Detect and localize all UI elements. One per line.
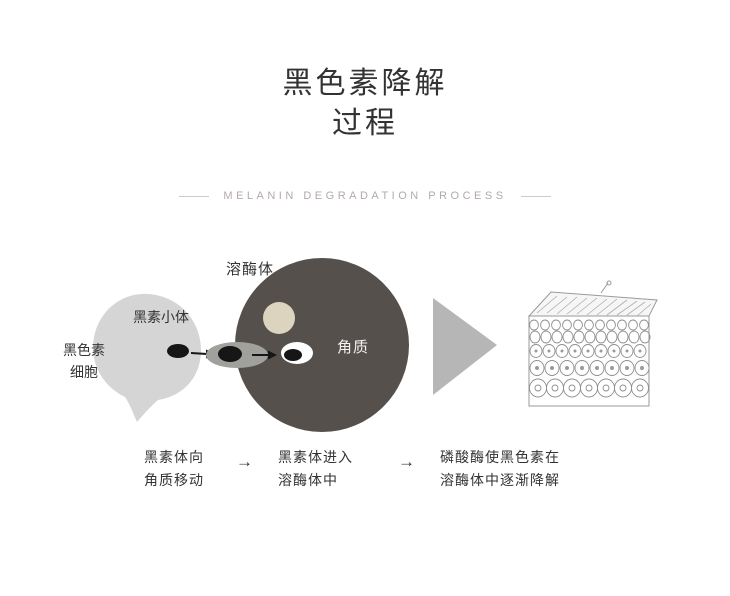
subtitle-line-right: [520, 195, 551, 197]
melanocyte-label-line2: 细胞: [70, 364, 98, 380]
process-step-1-line1: 黑素体向: [144, 449, 204, 465]
process-step-2-line1: 黑素体进入: [278, 449, 353, 465]
keratin-label: 角质: [337, 339, 370, 356]
step-arrow-icon: →: [398, 452, 415, 471]
melanocyte-label-line1: 黑色素: [63, 342, 105, 358]
transport-arrow-icon: [252, 350, 277, 360]
process-step-1: 黑素体向 角质移动: [134, 446, 214, 492]
process-step-2: 黑素体进入 溶酶体中: [278, 446, 353, 492]
process-step-3: 磷酸酶使黑色素在 溶酶体中逐渐降解: [440, 446, 560, 492]
page-title: 黑色素降解 过程: [0, 64, 730, 144]
arrow-triangle-icon: [433, 298, 497, 395]
melanocyte-shape: [93, 293, 202, 422]
page-title-line1: 黑色素降解: [282, 67, 448, 100]
process-step-3-line2: 溶酶体中逐渐降解: [440, 472, 560, 488]
page-title-line2: 过程: [332, 107, 398, 140]
melanosome-dot: [284, 349, 302, 361]
lysosome-circle: [263, 302, 295, 334]
diagram-canvas: [93, 258, 497, 432]
process-step-2-line2: 溶酶体中: [278, 472, 338, 488]
subtitle: MELANIN DEGRADATION PROCESS: [0, 190, 730, 202]
melanosome-dot: [218, 346, 242, 362]
skin-structure-illustration: [527, 280, 658, 407]
process-step-1-line2: 角质移动: [144, 472, 204, 488]
step-arrow-icon: →: [236, 452, 253, 471]
melanosome-dot: [167, 344, 189, 358]
process-step-3-line1: 磷酸酶使黑色素在: [440, 449, 560, 465]
melanocyte-label: 黑色素 细胞: [48, 339, 120, 383]
lysosome-label: 溶酶体: [226, 261, 275, 278]
subtitle-line-left: [179, 195, 210, 197]
keratinocyte-circle: [235, 258, 409, 432]
subtitle-text: MELANIN DEGRADATION PROCESS: [223, 190, 507, 202]
melanosome-label: 黑素小体: [133, 309, 189, 325]
